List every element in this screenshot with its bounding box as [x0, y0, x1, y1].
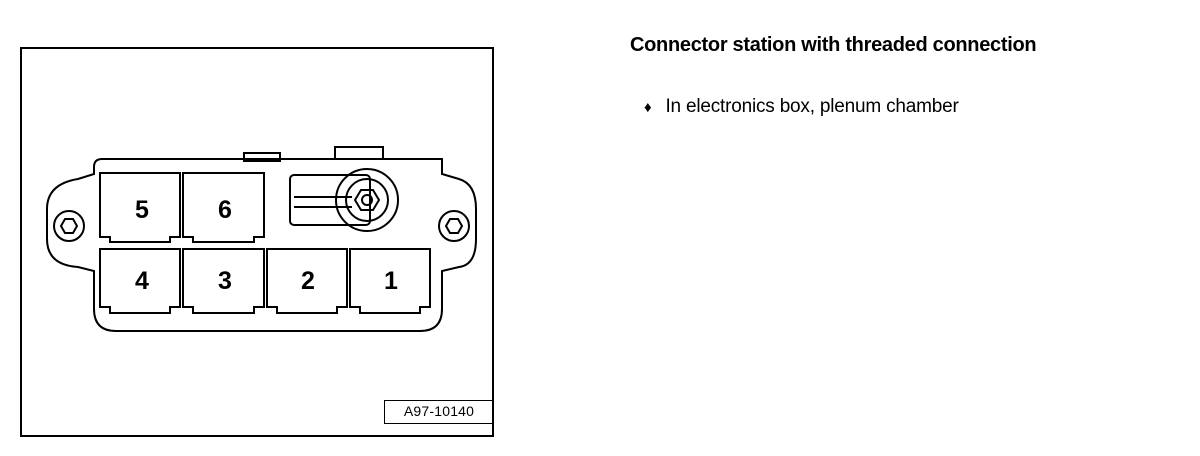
threaded-bracket — [289, 174, 371, 226]
top-tab-right — [334, 146, 384, 160]
connector-housing — [46, 158, 477, 332]
diamond-bullet-icon: ♦ — [644, 98, 652, 116]
threaded-nut — [353, 189, 381, 211]
right-mount-boss — [438, 210, 470, 242]
pin-3-label: 3 — [218, 267, 232, 295]
right-mount-nut — [444, 218, 464, 234]
pin-6-label: 6 — [218, 196, 232, 224]
page-title: Connector station with threaded connecti… — [630, 34, 1037, 56]
pin-4-socket — [99, 248, 181, 314]
pin-4-label: 4 — [135, 267, 149, 295]
pin-3-socket — [182, 248, 265, 314]
pin-5-label: 5 — [135, 196, 149, 224]
bullet-text: In electronics box, plenum chamber — [665, 96, 959, 117]
pin-1-label: 1 — [384, 267, 398, 295]
figure-id-label: A97-10140 — [384, 400, 494, 424]
list-item: ♦ In electronics box, plenum chamber — [644, 96, 959, 118]
left-mount-boss — [53, 210, 85, 242]
pin-5-socket — [99, 172, 181, 243]
top-tab-left — [243, 152, 281, 162]
connector-figure: 5 6 4 3 2 1 A97-10140 — [20, 47, 494, 437]
threaded-stud — [361, 194, 373, 206]
pin-2-socket — [266, 248, 348, 314]
threaded-boss-outer — [335, 168, 399, 232]
connector-station-drawing: 5 6 4 3 2 1 — [46, 146, 477, 332]
pin-1-socket — [349, 248, 431, 314]
pin-2-label: 2 — [301, 267, 315, 295]
pin-6-socket — [182, 172, 265, 243]
bullet-list: ♦ In electronics box, plenum chamber — [644, 96, 959, 118]
left-mount-nut — [59, 218, 79, 234]
threaded-boss-inner — [345, 178, 389, 222]
